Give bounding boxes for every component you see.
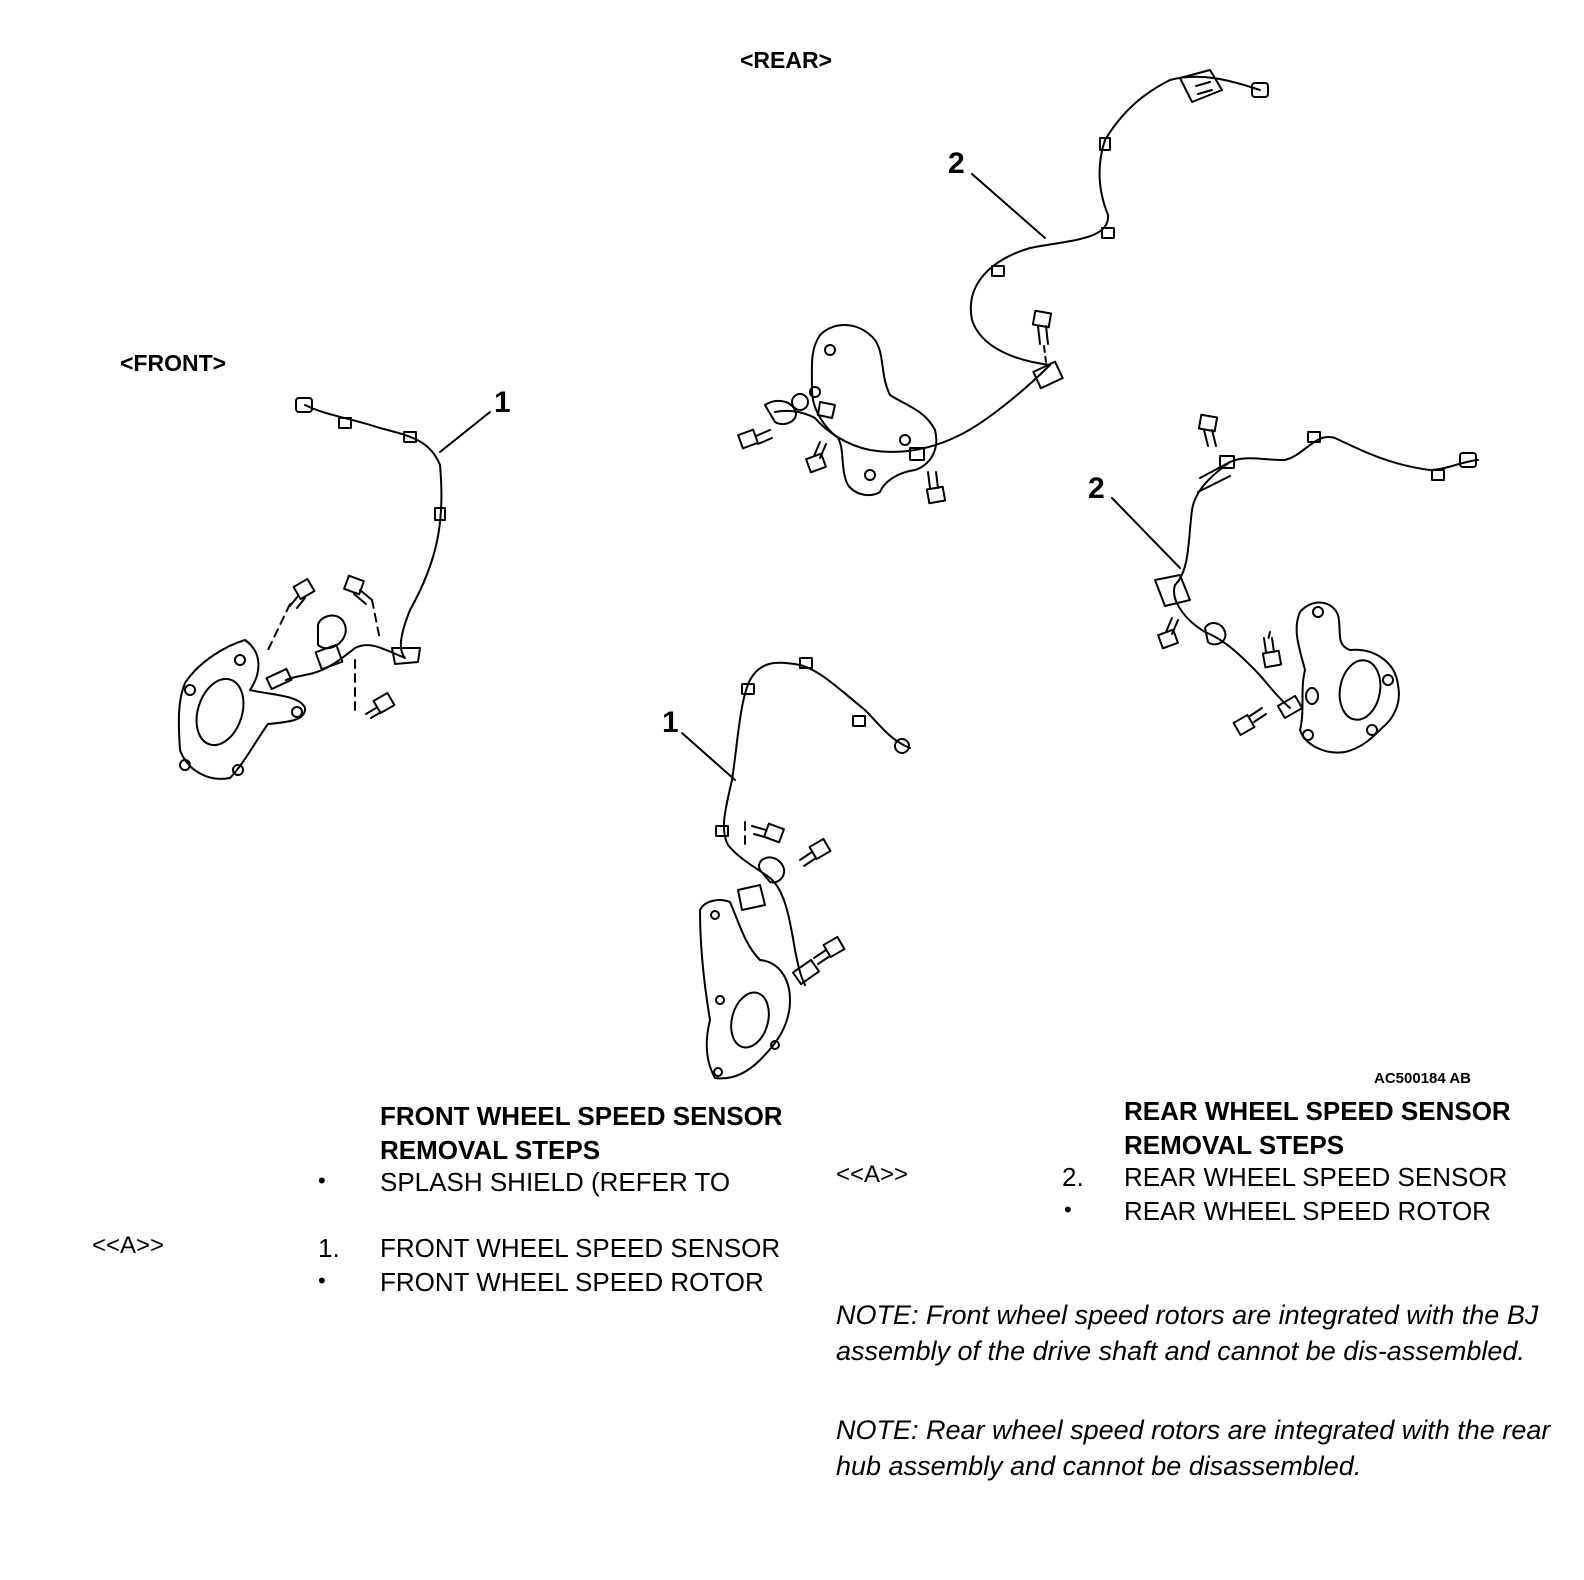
rear-right-knuckle — [1297, 603, 1399, 753]
front-right-knuckle — [700, 900, 790, 1078]
rear-right-bolts — [1158, 415, 1281, 735]
front-section-heading-line2: REMOVAL STEPS — [380, 1135, 601, 1165]
front-left-sensor-assembly — [179, 398, 490, 779]
callout-1-front-center: 1 — [662, 706, 679, 739]
front-step-2-mark: <<A>> — [92, 1232, 165, 1259]
front-left-sensor-harness — [286, 405, 441, 680]
rear-right-sensor-harness — [1174, 437, 1478, 708]
front-right-sensor-assembly — [682, 658, 910, 1078]
front-step-front-sensor: FRONT WHEEL SPEED SENSOR — [380, 1233, 781, 1263]
rear-step-2-bullet: • — [1064, 1197, 1072, 1222]
figure-id: AC500184 AB — [1374, 1070, 1471, 1087]
callout-2-rear-top: 2 — [948, 147, 965, 180]
front-step-1-bullet: • — [318, 1168, 326, 1193]
rear-right-sensor-assembly — [1112, 415, 1478, 753]
rear-section-heading-line2: REMOVAL STEPS — [1124, 1130, 1345, 1160]
front-left-bolts — [290, 576, 394, 718]
rear-step-rear-rotor: REAR WHEEL SPEED ROTOR — [1124, 1196, 1491, 1226]
front-view-label: <FRONT> — [120, 350, 227, 376]
rear-right-leader-2 — [1112, 498, 1180, 568]
note-front-rotor: NOTE: Front wheel speed rotors are integ… — [836, 1300, 1539, 1366]
rear-section-heading-line1: REAR WHEEL SPEED SENSOR — [1124, 1096, 1511, 1126]
front-right-leader-1 — [682, 733, 735, 780]
front-left-sensor-head — [266, 669, 291, 689]
front-step-3-bullet: • — [318, 1268, 326, 1293]
rear-left-sensor-assembly — [738, 70, 1268, 503]
rear-step-1-number: 2. — [1062, 1162, 1084, 1192]
front-step-splash-shield: SPLASH SHIELD (REFER TO — [380, 1167, 731, 1197]
callout-2-rear-right: 2 — [1088, 472, 1105, 505]
front-section-heading-line1: FRONT WHEEL SPEED SENSOR — [380, 1101, 783, 1131]
rear-left-sensor-harness — [775, 77, 1260, 452]
rear-right-sensor-head — [1278, 696, 1302, 718]
front-step-front-rotor: FRONT WHEEL SPEED ROTOR — [380, 1267, 764, 1297]
front-right-sensor-head — [793, 960, 819, 984]
rear-left-knuckle — [812, 325, 936, 495]
front-right-bolts — [752, 824, 844, 964]
note-rear-rotor: NOTE: Rear wheel speed rotors are integr… — [836, 1415, 1551, 1481]
front-left-knuckle — [179, 640, 305, 779]
front-left-bracket — [392, 648, 420, 664]
rear-step-1-mark: <<A>> — [836, 1161, 909, 1188]
front-right-sensor-harness — [724, 663, 910, 985]
rear-step-rear-sensor: REAR WHEEL SPEED SENSOR — [1124, 1162, 1508, 1192]
rear-view-label: <REAR> — [740, 47, 833, 73]
rear-left-leader-2 — [972, 174, 1045, 238]
wheel-speed-sensor-diagram — [0, 0, 1584, 1090]
front-left-leader-1 — [440, 412, 490, 452]
callout-1-front-left: 1 — [494, 386, 511, 419]
front-step-2-number: 1. — [318, 1233, 340, 1263]
rear-left-bolts — [738, 311, 1051, 504]
